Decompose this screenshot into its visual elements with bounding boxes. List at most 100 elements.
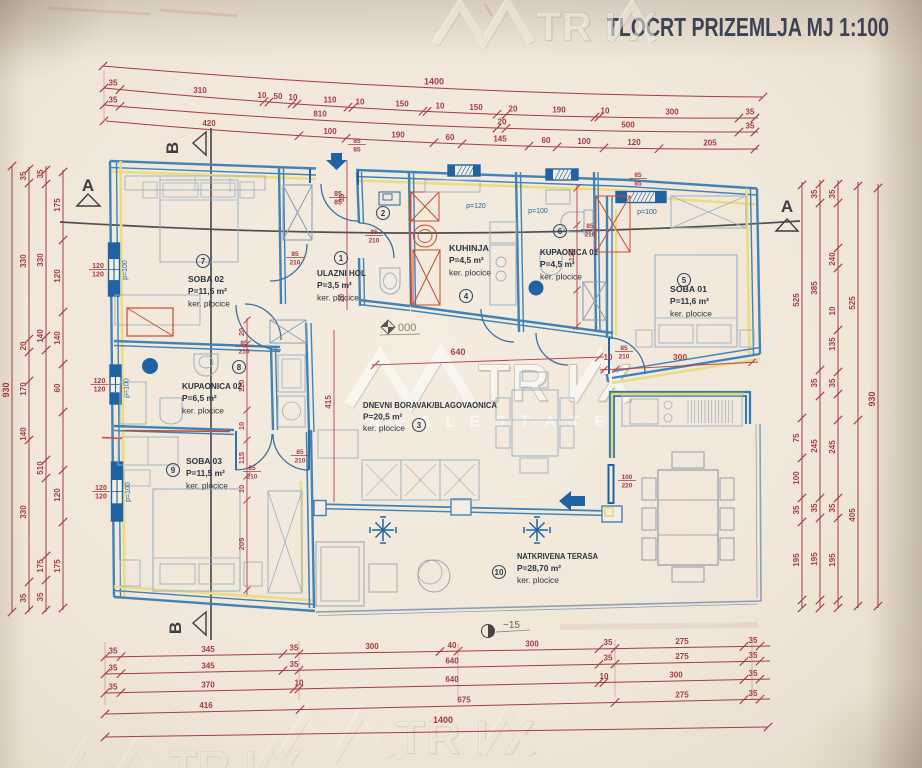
svg-text:120: 120 [95, 494, 107, 501]
svg-text:60: 60 [542, 136, 551, 145]
svg-text:10: 10 [601, 107, 610, 116]
svg-text:35: 35 [109, 78, 118, 87]
svg-text:60: 60 [53, 383, 62, 392]
svg-text:35: 35 [749, 651, 758, 660]
svg-text:140: 140 [53, 331, 62, 345]
svg-text:195: 195 [792, 553, 801, 567]
svg-text:930: 930 [1, 382, 11, 397]
svg-text:6: 6 [558, 227, 563, 236]
svg-text:85: 85 [370, 229, 378, 236]
svg-text:SOBA 01: SOBA 01 [670, 284, 707, 294]
svg-text:210: 210 [619, 354, 630, 361]
svg-text:35: 35 [109, 646, 118, 655]
svg-text:P=4,5 m²: P=4,5 m² [540, 259, 575, 269]
svg-text:210: 210 [295, 458, 306, 465]
svg-text:B: B [163, 142, 182, 154]
svg-text:300: 300 [525, 639, 539, 648]
svg-text:85: 85 [620, 345, 628, 352]
svg-text:35: 35 [749, 689, 758, 698]
svg-text:35: 35 [290, 643, 299, 652]
svg-text:1: 1 [339, 254, 344, 263]
svg-text:85: 85 [296, 449, 304, 456]
svg-text:110: 110 [324, 96, 337, 105]
svg-text:35: 35 [746, 122, 755, 131]
svg-text:DNEVNI BORAVAK/BLAGOVAONICA: DNEVNI BORAVAK/BLAGOVAONICA [363, 400, 497, 410]
svg-text:KUPAONICA 02: KUPAONICA 02 [182, 381, 242, 391]
svg-text:10: 10 [237, 485, 246, 493]
svg-text:ker. plocice: ker. plocice [363, 423, 405, 433]
svg-text:ker. plocice: ker. plocice [449, 267, 491, 277]
svg-text:1400: 1400 [433, 715, 453, 725]
svg-text:10: 10 [604, 353, 613, 362]
svg-text:85: 85 [586, 223, 594, 230]
svg-text:10: 10 [495, 568, 504, 577]
svg-text:35: 35 [810, 189, 819, 198]
svg-text:KUHINJA: KUHINJA [449, 243, 489, 253]
svg-text:35: 35 [109, 682, 118, 691]
svg-text:120: 120 [53, 269, 62, 283]
svg-text:35: 35 [109, 663, 118, 672]
svg-text:35: 35 [19, 171, 28, 180]
svg-text:35: 35 [109, 95, 118, 104]
svg-text:205: 205 [703, 139, 717, 148]
svg-text:85: 85 [334, 200, 342, 207]
svg-text:ker. plocice: ker. plocice [540, 271, 582, 281]
svg-text:ker. plocice: ker. plocice [182, 405, 224, 415]
svg-text:525: 525 [848, 296, 857, 310]
svg-text:120: 120 [627, 138, 641, 147]
svg-text:120: 120 [92, 272, 104, 279]
svg-text:1400: 1400 [424, 77, 444, 87]
svg-text:50: 50 [274, 92, 283, 101]
svg-text:R E A L E S T A T E: R E A L E S T A T E [369, 413, 610, 430]
svg-text:275: 275 [675, 652, 689, 661]
svg-text:525: 525 [792, 293, 801, 307]
svg-text:195: 195 [828, 553, 837, 567]
svg-text:SOBA 03: SOBA 03 [186, 456, 222, 466]
svg-text:120: 120 [94, 387, 106, 394]
svg-text:35: 35 [810, 378, 819, 387]
svg-text:35: 35 [337, 194, 346, 202]
svg-text:85: 85 [634, 181, 642, 188]
svg-text:60: 60 [446, 133, 455, 142]
svg-text:35: 35 [828, 378, 837, 387]
svg-text:405: 405 [848, 508, 857, 522]
svg-text:275: 275 [675, 691, 689, 700]
svg-text:385: 385 [810, 281, 819, 295]
svg-text:810: 810 [313, 110, 327, 119]
svg-text:NATKRIVENA TERASA: NATKRIVENA TERASA [517, 551, 598, 561]
svg-text:10: 10 [600, 672, 609, 681]
svg-text:115: 115 [237, 452, 246, 464]
svg-text:240: 240 [828, 252, 837, 266]
svg-text:35: 35 [19, 593, 28, 602]
svg-text:140: 140 [19, 427, 28, 441]
svg-text:100: 100 [323, 127, 337, 136]
svg-text:220: 220 [622, 483, 633, 490]
svg-text:145: 145 [493, 135, 507, 144]
svg-text:210: 210 [247, 474, 258, 481]
svg-text:85: 85 [353, 138, 361, 145]
svg-text:195: 195 [810, 552, 819, 566]
svg-text:ker. plocice: ker. plocice [188, 298, 230, 308]
svg-text:35: 35 [36, 592, 45, 601]
svg-text:10: 10 [436, 102, 445, 111]
svg-text:85: 85 [634, 172, 642, 179]
svg-text:416: 416 [199, 701, 213, 710]
svg-text:B: B [166, 622, 185, 634]
svg-text:175: 175 [53, 198, 62, 212]
svg-text:35: 35 [749, 636, 758, 645]
svg-text:120: 120 [567, 249, 576, 262]
svg-text:p=100: p=100 [124, 378, 131, 398]
svg-text:KUPAONICA 01: KUPAONICA 01 [540, 247, 598, 257]
svg-text:10: 10 [828, 306, 837, 315]
svg-text:p=100: p=100 [528, 208, 548, 215]
svg-text:5: 5 [682, 276, 687, 285]
svg-text:245: 245 [828, 440, 837, 454]
svg-text:640: 640 [445, 675, 459, 684]
svg-text:20: 20 [498, 118, 507, 127]
svg-text:ker. plocice: ker. plocice [317, 292, 359, 302]
svg-text:510: 510 [36, 461, 45, 475]
svg-text:20: 20 [19, 341, 28, 350]
svg-text:40: 40 [448, 641, 457, 650]
svg-text:9: 9 [171, 466, 176, 475]
svg-text:SOBA 02: SOBA 02 [188, 274, 224, 284]
